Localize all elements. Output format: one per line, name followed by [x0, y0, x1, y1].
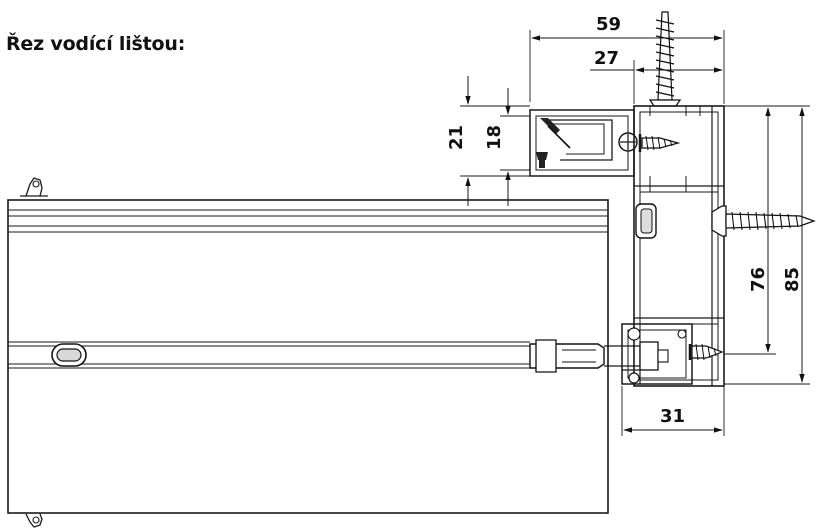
lower-horizontal-screw — [688, 343, 724, 361]
dim-label-21: 21 — [446, 125, 467, 150]
dim-inner-width: 27 — [590, 48, 723, 104]
latch-bolt — [529, 339, 669, 373]
dim-inner-height: 18 — [484, 88, 530, 206]
upper-guide-profile — [529, 109, 638, 177]
dim-label-85: 85 — [782, 267, 803, 292]
dim-label-31: 31 — [660, 406, 685, 427]
panel-slot — [51, 343, 87, 367]
dim-right-outer-height: 85 — [724, 105, 810, 385]
upper-horizontal-screw — [638, 134, 681, 152]
dim-right-inner-height: 76 — [724, 105, 776, 355]
diagram-title: Řez vodící lištou: — [6, 33, 186, 55]
top-left-clip — [20, 177, 48, 197]
dim-bottom-width: 31 — [621, 386, 725, 436]
vertical-top-screw — [648, 11, 682, 107]
dim-top-width: 59 — [529, 14, 725, 104]
door-panel — [7, 199, 609, 514]
dim-label-27: 27 — [594, 48, 619, 69]
side-horizontal-screw — [711, 205, 816, 237]
dim-label-76: 76 — [748, 267, 769, 292]
main-frame-profile — [633, 105, 725, 387]
dim-label-59: 59 — [596, 14, 621, 35]
dim-label-18: 18 — [484, 125, 505, 150]
dim-left-height: 21 — [446, 76, 530, 206]
bottom-left-clip — [25, 513, 43, 528]
